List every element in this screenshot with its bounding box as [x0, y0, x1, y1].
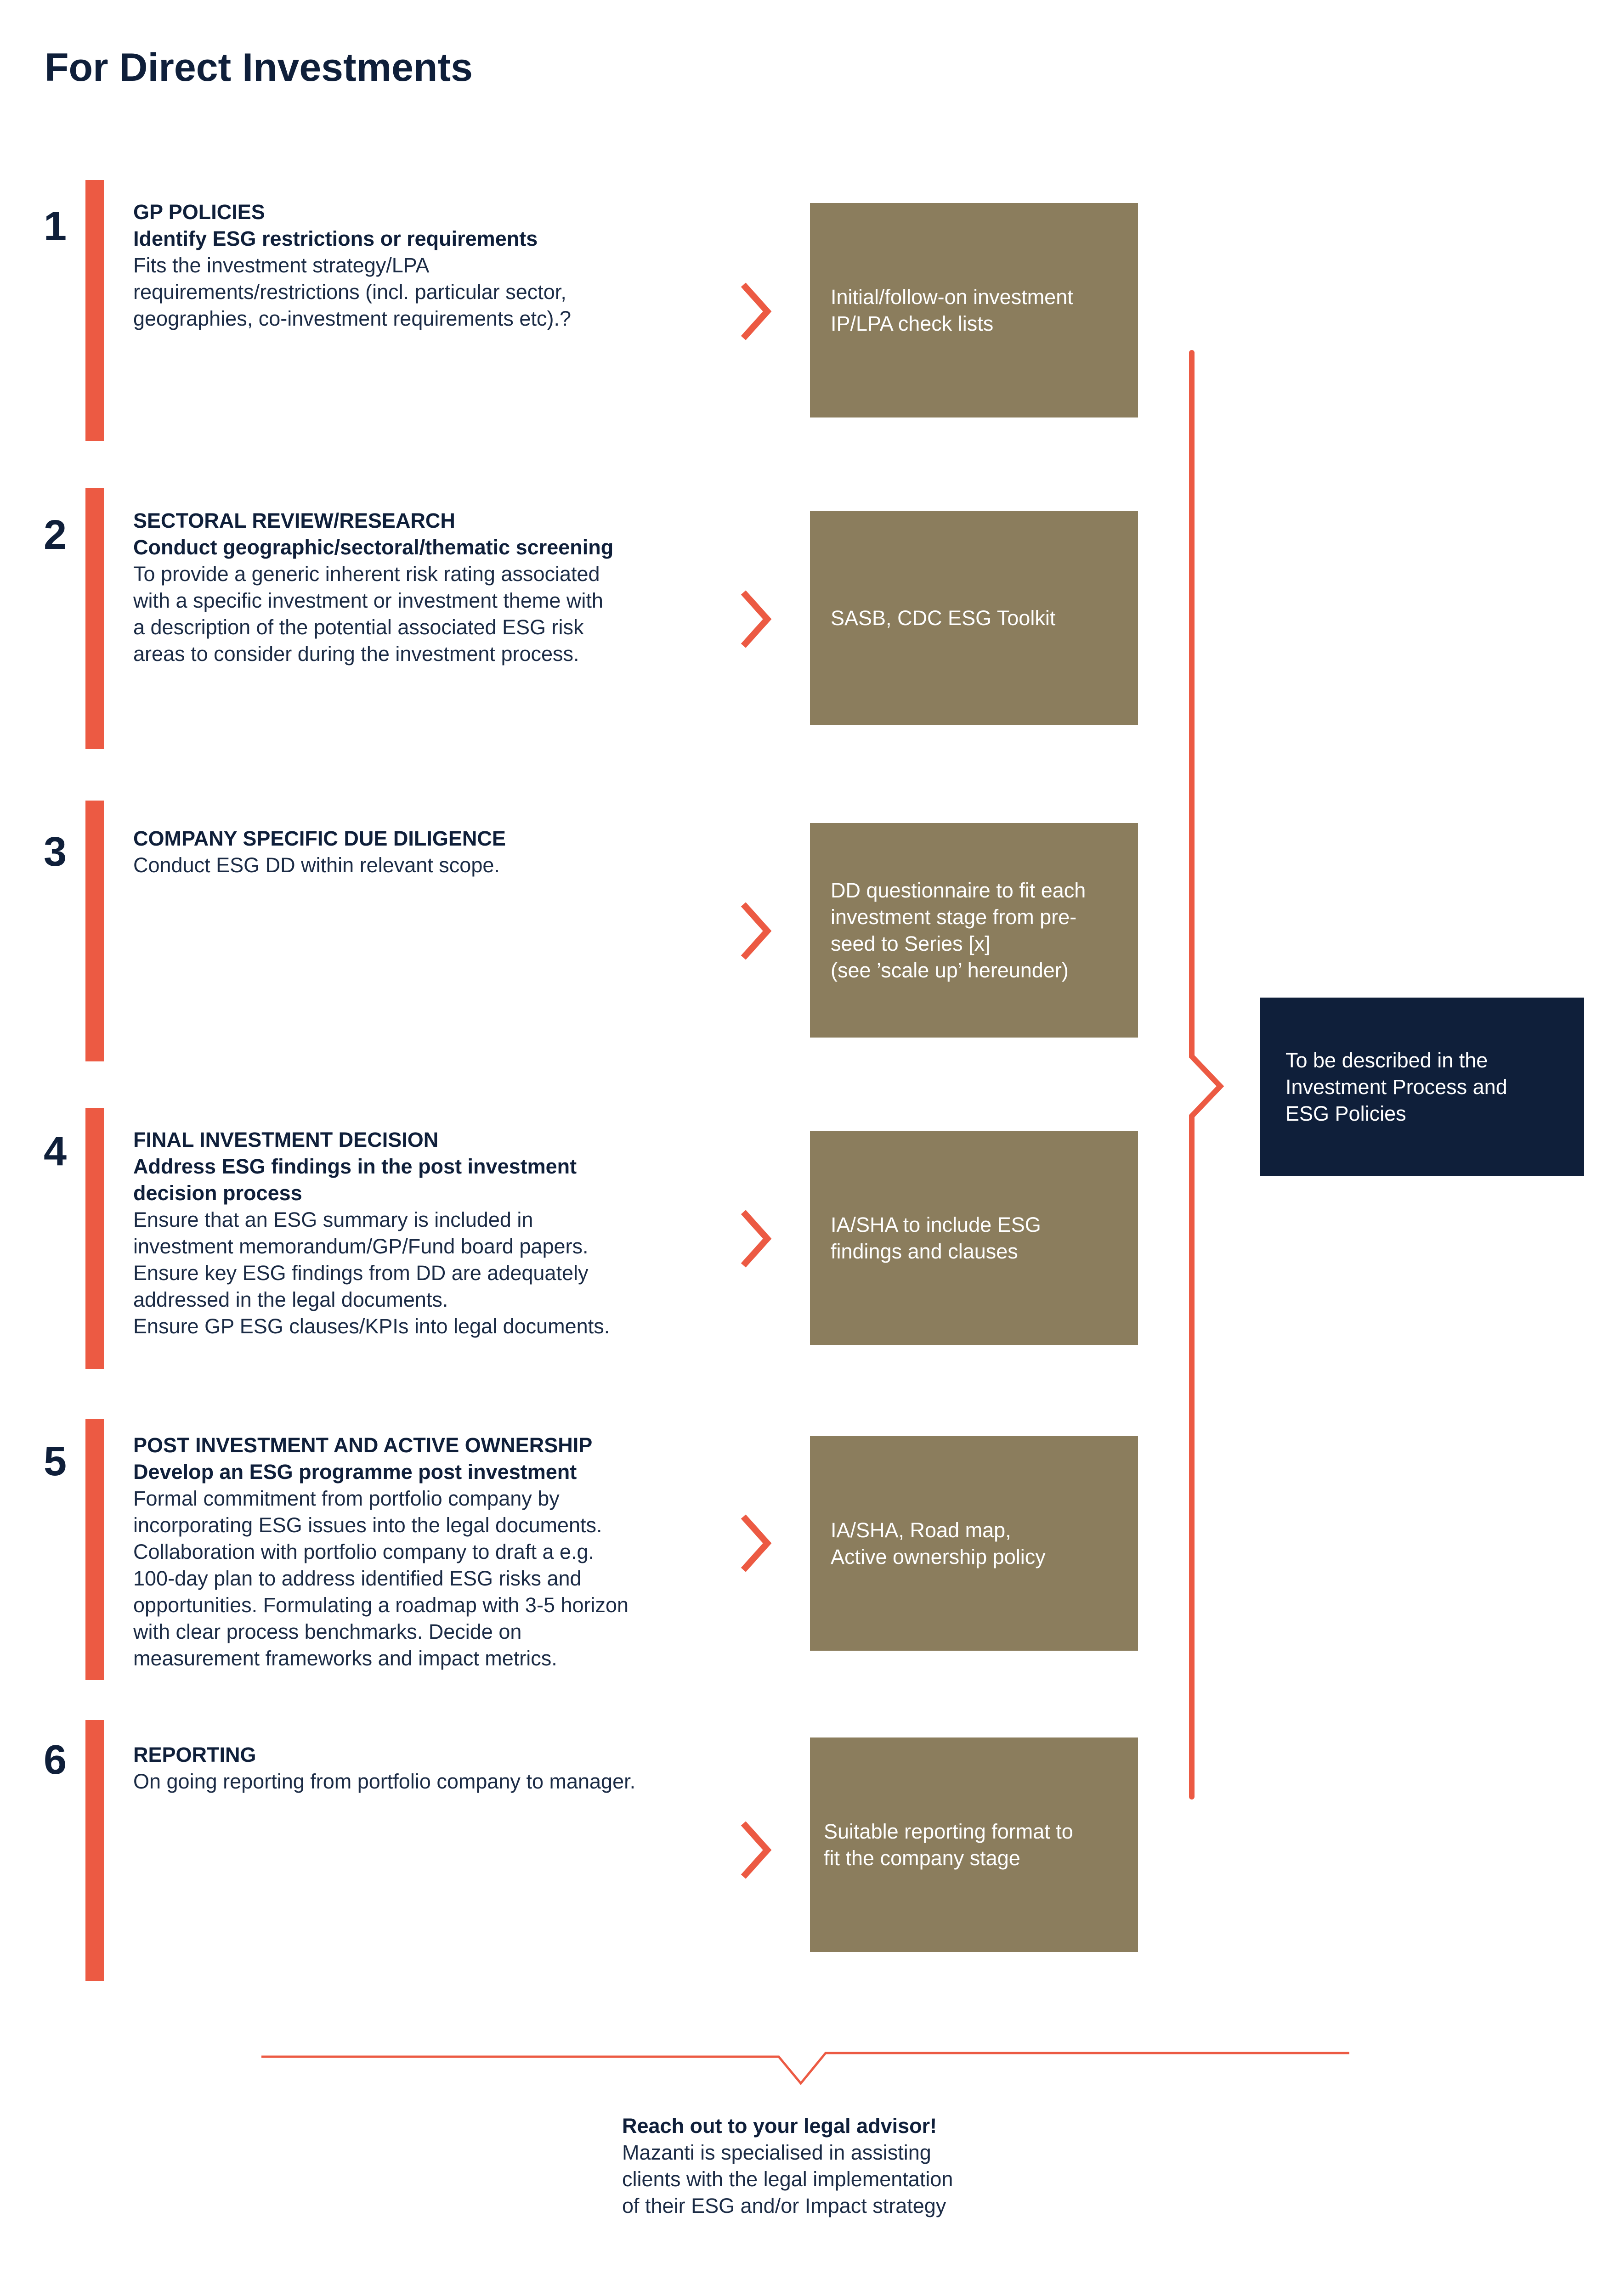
step-subheading: Conduct geographic/sectoral/thematic scr…	[133, 536, 614, 559]
chevron-right-icon	[741, 590, 772, 648]
step-heading: REPORTING	[133, 1743, 256, 1766]
step-heading: POST INVESTMENT AND ACTIVE OWNERSHIP	[133, 1433, 593, 1457]
step-number: 6	[44, 1737, 67, 1783]
page-title: For Direct Investments	[45, 45, 473, 90]
step-heading: GP POLICIES	[133, 200, 265, 224]
step-bar	[85, 1419, 104, 1680]
chevron-right-icon	[741, 902, 772, 960]
bottom-brace	[261, 2052, 1349, 2085]
contact-body: Mazanti is specialised in assisting clie…	[622, 2141, 953, 2217]
policy-box: To be described in the Investment Proces…	[1260, 998, 1584, 1176]
chevron-right-icon	[741, 282, 772, 340]
tool-box: Initial/follow-on investment IP/LPA chec…	[810, 203, 1138, 417]
chevron-right-icon	[741, 1821, 772, 1879]
step-bar	[85, 801, 104, 1061]
step-heading: FINAL INVESTMENT DECISION	[133, 1128, 439, 1151]
step-number: 4	[44, 1128, 67, 1174]
step-heading: SECTORAL REVIEW/RESEARCH	[133, 509, 455, 532]
step-body: Fits the investment strategy/LPA require…	[133, 254, 571, 330]
step-bar	[85, 1720, 104, 1981]
tool-box: DD questionnaire to fit each investment …	[810, 823, 1138, 1038]
step-subheading: Address ESG findings in the post investm…	[133, 1155, 577, 1205]
tool-box: IA/SHA to include ESG findings and claus…	[810, 1131, 1138, 1345]
step-subheading: Develop an ESG programme post investment	[133, 1460, 577, 1484]
tool-box: Suitable reporting format to fit the com…	[810, 1738, 1138, 1952]
step-bar	[85, 1108, 104, 1369]
step-number: 3	[44, 829, 67, 875]
step-bar	[85, 488, 104, 749]
step-text: POST INVESTMENT AND ACTIVE OWNERSHIP Dev…	[133, 1432, 712, 1672]
step-text: GP POLICIES Identify ESG restrictions or…	[133, 199, 712, 332]
step-body: On going reporting from portfolio compan…	[133, 1770, 636, 1793]
step-text: COMPANY SPECIFIC DUE DILIGENCE Conduct E…	[133, 825, 712, 879]
contact-note: Reach out to your legal advisor! Mazanti…	[622, 2113, 1036, 2219]
contact-heading: Reach out to your legal advisor!	[622, 2114, 937, 2138]
step-body: Ensure that an ESG summary is included i…	[133, 1208, 610, 1338]
step-text: FINAL INVESTMENT DECISION Address ESG fi…	[133, 1127, 712, 1340]
chevron-right-icon	[741, 1210, 772, 1268]
step-body: To provide a generic inherent risk ratin…	[133, 562, 603, 666]
step-number: 5	[44, 1439, 67, 1484]
tool-box: SASB, CDC ESG Toolkit	[810, 511, 1138, 725]
step-heading: COMPANY SPECIFIC DUE DILIGENCE	[133, 827, 506, 850]
step-subheading: Identify ESG restrictions or requirement…	[133, 227, 538, 250]
step-text: SECTORAL REVIEW/RESEARCH Conduct geograp…	[133, 508, 712, 667]
step-number: 2	[44, 512, 67, 558]
chevron-right-icon	[741, 1514, 772, 1572]
step-body: Conduct ESG DD within relevant scope.	[133, 853, 500, 877]
right-brace	[1189, 350, 1224, 1800]
step-body: Formal commitment from portfolio company…	[133, 1487, 629, 1670]
step-number: 1	[44, 203, 67, 249]
tool-box: IA/SHA, Road map, Active ownership polic…	[810, 1436, 1138, 1651]
step-bar	[85, 180, 104, 441]
step-text: REPORTING On going reporting from portfo…	[133, 1742, 712, 1795]
